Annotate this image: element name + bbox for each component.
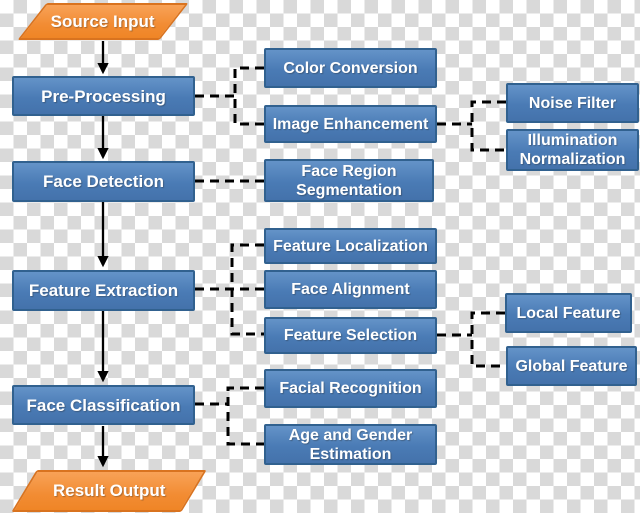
- node-feature-localization: Feature Localization: [264, 228, 437, 264]
- node-source-input: Source Input: [17, 3, 189, 40]
- node-face-classification: Face Classification: [12, 385, 195, 425]
- node-image-enhancement: Image Enhancement: [264, 105, 437, 143]
- dashed-preprocessing-branch: [233, 66, 264, 126]
- node-age-gender-estimation: Age and Gender Estimation: [264, 424, 437, 465]
- dashed-imageenhancement-branch: [470, 100, 506, 152]
- dashed-featureselection-branch: [470, 311, 506, 368]
- node-source-input-label: Source Input: [51, 11, 155, 31]
- node-face-detection: Face Detection: [12, 161, 195, 202]
- dashed-faceclassification-branch: [226, 386, 264, 446]
- node-color-conversion: Color Conversion: [264, 48, 437, 88]
- node-face-alignment: Face Alignment: [264, 270, 437, 309]
- node-feature-selection: Feature Selection: [264, 317, 437, 354]
- node-noise-filter: Noise Filter: [506, 83, 639, 123]
- node-global-feature: Global Feature: [506, 346, 637, 386]
- node-local-feature: Local Feature: [505, 293, 632, 333]
- node-illumination-normalization: Illumination Normalization: [506, 129, 639, 171]
- node-facial-recognition: Facial Recognition: [264, 369, 437, 408]
- node-pre-processing: Pre-Processing: [12, 76, 195, 116]
- dashed-featureextraction-branch: [230, 243, 264, 336]
- node-face-region-segmentation: Face Region Segmentation: [264, 159, 434, 202]
- node-feature-extraction: Feature Extraction: [12, 270, 195, 311]
- node-result-output-label: Result Output: [52, 481, 166, 500]
- node-result-output: Result Output: [11, 470, 207, 512]
